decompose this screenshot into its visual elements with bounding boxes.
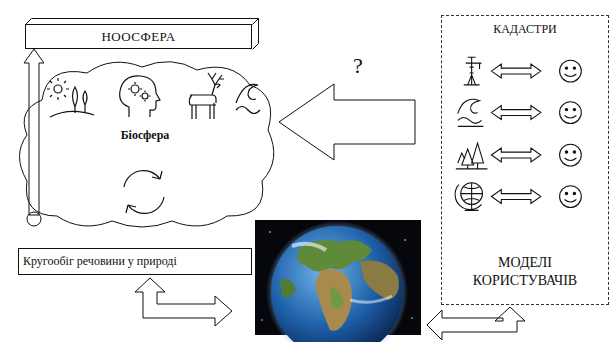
earth-picture — [255, 220, 421, 342]
node-text: НООСФЕРА — [26, 25, 251, 48]
node-text: КАДАСТРИ — [442, 22, 608, 37]
node-text: МОДЕЛІ КОРИСТУВАЧІВ — [446, 254, 604, 290]
cloud-outline — [12, 55, 278, 231]
cloud-shape: Біосфера — [12, 55, 278, 231]
dashed-panel: КАДАСТРИ МОДЕЛІ КОРИСТУВАЧІВ — [441, 15, 609, 305]
node-text: Біосфера — [12, 128, 278, 143]
edge-label: ? — [353, 54, 363, 78]
hollow-arrow — [279, 84, 415, 160]
hollow-double-arrow — [135, 278, 232, 326]
prism-box: НООСФЕРА — [25, 24, 252, 49]
hollow-arrow — [24, 49, 44, 226]
node-text: Кругообіг речовини у природі — [19, 249, 251, 274]
hollow-double-arrow — [427, 307, 525, 340]
process-box: Кругообіг речовини у природі — [18, 248, 252, 275]
